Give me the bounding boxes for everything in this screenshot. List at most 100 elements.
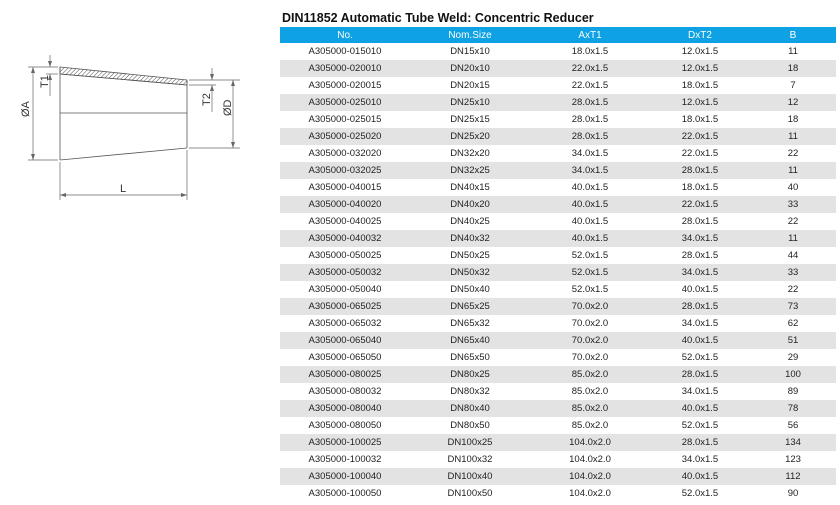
cell-dxt2: 28.0x1.5 xyxy=(650,162,750,179)
cell-part-no: A305000-032020 xyxy=(280,145,410,162)
cell-b: 44 xyxy=(750,247,836,264)
cell-part-no: A305000-100032 xyxy=(280,451,410,468)
cell-dxt2: 34.0x1.5 xyxy=(650,264,750,281)
cell-dxt2: 18.0x1.5 xyxy=(650,77,750,94)
cell-part-no: A305000-025015 xyxy=(280,111,410,128)
cell-nom-size: DN25x10 xyxy=(410,94,530,111)
cell-part-no: A305000-040020 xyxy=(280,196,410,213)
cell-nom-size: DN32x20 xyxy=(410,145,530,162)
cell-nom-size: DN65x50 xyxy=(410,349,530,366)
cell-nom-size: DN80x32 xyxy=(410,383,530,400)
cell-nom-size: DN65x32 xyxy=(410,315,530,332)
cell-dxt2: 28.0x1.5 xyxy=(650,247,750,264)
cell-nom-size: DN65x40 xyxy=(410,332,530,349)
cell-nom-size: DN15x10 xyxy=(410,43,530,60)
cell-dxt2: 52.0x1.5 xyxy=(650,485,750,502)
diameter-a-label: ØA xyxy=(20,100,32,117)
cell-axt1: 40.0x1.5 xyxy=(530,196,650,213)
cell-axt1: 70.0x2.0 xyxy=(530,298,650,315)
cell-dxt2: 40.0x1.5 xyxy=(650,400,750,417)
cell-dxt2: 40.0x1.5 xyxy=(650,332,750,349)
cell-nom-size: DN100x50 xyxy=(410,485,530,502)
cell-dxt2: 22.0x1.5 xyxy=(650,128,750,145)
cell-axt1: 40.0x1.5 xyxy=(530,213,650,230)
cell-b: 33 xyxy=(750,196,836,213)
cell-nom-size: DN50x40 xyxy=(410,281,530,298)
cell-nom-size: DN32x25 xyxy=(410,162,530,179)
cell-part-no: A305000-065032 xyxy=(280,315,410,332)
arrowheads xyxy=(31,61,235,197)
cell-b: 51 xyxy=(750,332,836,349)
cell-dxt2: 18.0x1.5 xyxy=(650,111,750,128)
cell-dxt2: 34.0x1.5 xyxy=(650,315,750,332)
cell-axt1: 104.0x2.0 xyxy=(530,434,650,451)
cell-nom-size: DN100x40 xyxy=(410,468,530,485)
page-title: DIN11852 Automatic Tube Weld: Concentric… xyxy=(282,11,594,25)
cell-part-no: A305000-015010 xyxy=(280,43,410,60)
cell-part-no: A305000-065025 xyxy=(280,298,410,315)
cell-nom-size: DN65x25 xyxy=(410,298,530,315)
cell-b: 18 xyxy=(750,111,836,128)
cell-axt1: 28.0x1.5 xyxy=(530,94,650,111)
cell-b: 90 xyxy=(750,485,836,502)
column-header-no: No. xyxy=(280,27,410,43)
cell-axt1: 40.0x1.5 xyxy=(530,179,650,196)
length-label: L xyxy=(120,183,126,195)
cell-axt1: 104.0x2.0 xyxy=(530,485,650,502)
cell-part-no: A305000-050025 xyxy=(280,247,410,264)
cell-b: 22 xyxy=(750,145,836,162)
cell-dxt2: 28.0x1.5 xyxy=(650,434,750,451)
cell-nom-size: DN40x25 xyxy=(410,213,530,230)
cell-axt1: 70.0x2.0 xyxy=(530,332,650,349)
cell-part-no: A305000-065040 xyxy=(280,332,410,349)
cell-nom-size: DN80x50 xyxy=(410,417,530,434)
cell-b: 29 xyxy=(750,349,836,366)
cell-axt1: 28.0x1.5 xyxy=(530,128,650,145)
cell-axt1: 52.0x1.5 xyxy=(530,264,650,281)
cell-nom-size: DN20x15 xyxy=(410,77,530,94)
cell-part-no: A305000-025010 xyxy=(280,94,410,111)
cell-b: 56 xyxy=(750,417,836,434)
cell-dxt2: 28.0x1.5 xyxy=(650,298,750,315)
cell-part-no: A305000-100025 xyxy=(280,434,410,451)
cell-b: 134 xyxy=(750,434,836,451)
cell-part-no: A305000-040025 xyxy=(280,213,410,230)
cell-axt1: 22.0x1.5 xyxy=(530,60,650,77)
cell-axt1: 34.0x1.5 xyxy=(530,162,650,179)
cell-dxt2: 22.0x1.5 xyxy=(650,145,750,162)
cell-b: 33 xyxy=(750,264,836,281)
cell-nom-size: DN50x32 xyxy=(410,264,530,281)
cell-part-no: A305000-050032 xyxy=(280,264,410,281)
cell-part-no: A305000-080032 xyxy=(280,383,410,400)
cell-part-no: A305000-080040 xyxy=(280,400,410,417)
cell-nom-size: DN100x32 xyxy=(410,451,530,468)
cell-nom-size: DN40x32 xyxy=(410,230,530,247)
column-header-b: B xyxy=(750,27,836,43)
cell-dxt2: 12.0x1.5 xyxy=(650,60,750,77)
cell-nom-size: DN50x25 xyxy=(410,247,530,264)
cell-axt1: 85.0x2.0 xyxy=(530,417,650,434)
cell-dxt2: 52.0x1.5 xyxy=(650,417,750,434)
cell-b: 123 xyxy=(750,451,836,468)
cell-b: 11 xyxy=(750,230,836,247)
cell-part-no: A305000-080050 xyxy=(280,417,410,434)
cell-b: 89 xyxy=(750,383,836,400)
cell-part-no: A305000-025020 xyxy=(280,128,410,145)
column-header-nom-size: Nom.Size xyxy=(410,27,530,43)
cell-dxt2: 28.0x1.5 xyxy=(650,213,750,230)
cell-dxt2: 12.0x1.5 xyxy=(650,94,750,111)
